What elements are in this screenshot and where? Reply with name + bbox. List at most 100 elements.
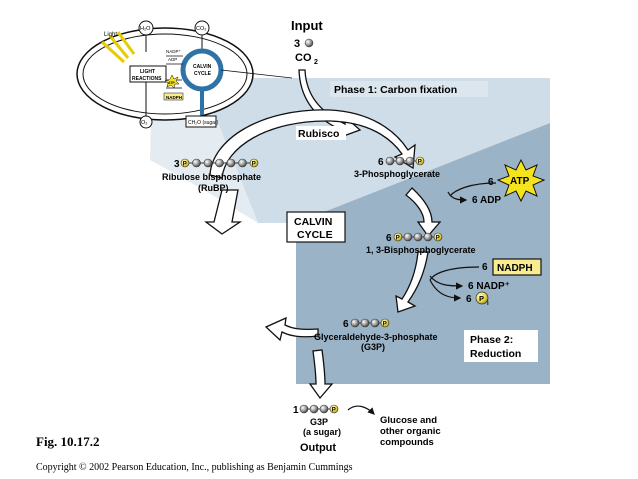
rubp-count: 3: [174, 159, 180, 170]
inset-o2-label: O₂: [141, 120, 147, 126]
phase1-label: Phase 1: Carbon fixation: [334, 84, 457, 96]
chloroplast-inset: Light H₂O CO₂ LIGHT REACTIONS CALVIN CYC…: [76, 20, 293, 129]
pi-count: 6: [466, 294, 472, 305]
inset-light-reactions-line1: LIGHT: [140, 69, 155, 75]
phase2-line2: Reduction: [470, 348, 521, 360]
bpg-count: 6: [386, 233, 392, 244]
adp-label: 6 ADP: [472, 195, 501, 206]
phosphate-letter: P: [436, 236, 440, 242]
inset-atp-label: ATP: [168, 81, 175, 85]
g3p-molecule: 6 P Glyceraldehyde-3-phosphate (G3P): [314, 318, 438, 352]
output-count: 1: [293, 405, 299, 416]
input-co2-subscript: 2: [314, 59, 318, 66]
g3p-chain: P: [350, 318, 390, 328]
inset-co2-label: CO₂: [196, 26, 206, 32]
cycle-arrows: [204, 109, 442, 400]
pi-subscript: i: [487, 301, 489, 307]
input-carbon-ball: [304, 38, 314, 48]
inset-light-reactions-line2: REACTIONS: [132, 76, 162, 82]
phase2-label-box: [464, 330, 538, 362]
carbon-ball: [238, 158, 247, 168]
carbon-ball: [226, 158, 236, 168]
carbon-ball: [192, 158, 201, 168]
inset-nadph-label: NADPH: [166, 95, 182, 100]
phosphate-letter: P: [418, 160, 422, 166]
nadp-arrow: [429, 275, 464, 290]
calvin-line1: CALVIN: [294, 216, 332, 228]
input-title: Input: [291, 18, 323, 33]
inset-adp-label: ADP: [168, 57, 177, 62]
pga-chain: P: [385, 156, 425, 166]
phosphate-letter: P: [396, 236, 400, 242]
glucose-line2: other organic: [380, 426, 441, 437]
atp-star-icon: [496, 158, 546, 203]
bpg-label: 1, 3-Bisphosphoglycerate: [366, 245, 476, 255]
rubp-line2: (RuBP): [198, 183, 229, 193]
carbon-ball: [423, 232, 433, 242]
g3p-line1: Glyceraldehyde-3-phosphate: [314, 332, 438, 342]
pi-arrow: [429, 279, 462, 302]
phosphate-ball: [329, 404, 339, 414]
phosphate-letter: P: [332, 408, 336, 414]
nadph-box: [492, 258, 542, 276]
output-line1: G3P: [310, 417, 328, 427]
phosphate-ball: [415, 156, 425, 166]
input-count: 3: [294, 38, 300, 50]
phosphate-letter: P: [383, 322, 387, 328]
carbon-ball: [299, 404, 309, 414]
carbon-ball: [203, 158, 213, 168]
copyright-text: Copyright © 2002 Pearson Education, Inc.…: [36, 462, 353, 473]
phase2-line1: Phase 2:: [470, 334, 513, 346]
inset-calvin-circle: [180, 48, 224, 92]
pga-label: 3-Phosphoglycerate: [354, 169, 440, 179]
inset-sugar-label: CH₂O (sugar): [188, 120, 219, 126]
carbon-ball: [405, 156, 415, 166]
input-co2-label: CO: [295, 52, 312, 64]
carbon-ball: [413, 232, 423, 242]
nadph-label: NADPH: [497, 263, 533, 274]
carbon-ball: [370, 318, 380, 328]
carbon-ball: [309, 404, 319, 414]
atp-label: ATP: [510, 176, 530, 187]
carbon-ball: [403, 232, 413, 242]
output-molecule: 1 P G3P (a sugar) Output: [293, 404, 341, 454]
glucose-line1: Glucose and: [380, 415, 437, 426]
phosphate-letter: P: [183, 162, 187, 168]
carbon-ball: [385, 156, 395, 166]
glucose-line3: compounds: [380, 437, 434, 448]
inset-sugar-box: [185, 115, 217, 128]
carbon-ball: [350, 318, 360, 328]
g3p-count: 6: [343, 319, 349, 330]
inset-calvin-line2: CYCLE: [194, 71, 212, 77]
output-title: Output: [300, 442, 336, 454]
inset-light-reactions-box: [129, 65, 167, 83]
light-ray-icon: [100, 31, 136, 64]
phosphate-ball: [433, 232, 443, 242]
carbon-ball: [215, 158, 224, 168]
pi-phosphate-ball: [475, 291, 489, 305]
output-line2: (a sugar): [303, 427, 341, 437]
carbon-ball: [360, 318, 370, 328]
inset-h2o-label: H₂O: [140, 26, 151, 32]
atp-arrow: [449, 182, 497, 197]
rubisco-label: Rubisco: [298, 128, 339, 140]
carbon-ball: [395, 156, 405, 166]
pi-label: P: [479, 294, 484, 303]
g3p-line2: (G3P): [361, 342, 385, 352]
nadph-count: 6: [482, 262, 488, 273]
calvin-cycle-box: [286, 211, 346, 243]
glucose-arrow: [347, 405, 375, 415]
rubp-line1: Ribulose bisphosphate: [162, 172, 261, 182]
inset-nadph-box: [163, 92, 184, 101]
phase1-label-box: [330, 81, 488, 97]
carbon-ball: [319, 404, 329, 414]
inset-o2-circle: [139, 115, 153, 129]
inset-calvin-line1: CALVIN: [193, 64, 212, 70]
inset-nadp-label: NADP⁺: [166, 49, 182, 54]
output-chain: P: [299, 404, 339, 414]
pga-molecule: 6 P 3-Phosphoglycerate: [354, 156, 440, 179]
